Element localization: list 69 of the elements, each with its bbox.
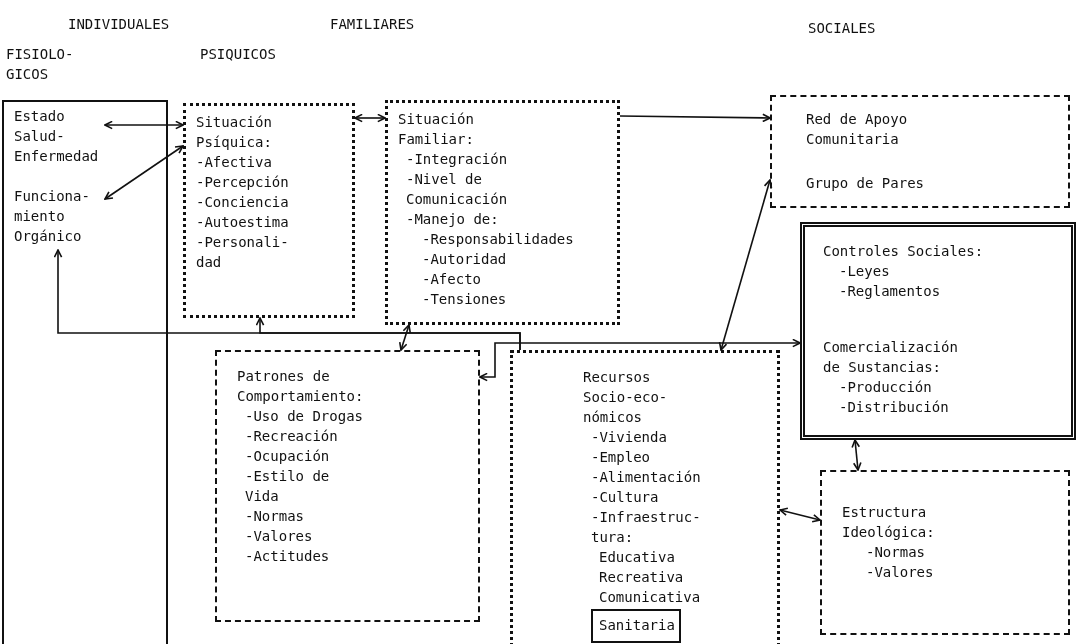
list-item-text: -Normas <box>866 543 926 562</box>
heading-text: Patrones de Comportamiento: <box>237 367 365 406</box>
list-item-text: -Estilo de Vida <box>245 467 331 506</box>
list-item-text: -Percepción <box>196 173 290 192</box>
dotted-panel <box>510 350 780 644</box>
list-item-text: -Personali- dad <box>196 233 290 272</box>
arrow <box>779 507 821 523</box>
list-item-text: -Autoridad <box>422 250 508 269</box>
node-text: Estado Salud- Enfermedad <box>14 107 100 166</box>
node-text: Sanitaria <box>599 616 676 635</box>
list-item-text: -Ocupación <box>245 447 331 466</box>
list-item-text: -Producción <box>839 378 933 397</box>
list-item-text: -Nivel de Comunicación <box>406 170 509 209</box>
list-item-text: -Valores <box>866 563 935 582</box>
arrow <box>255 317 521 351</box>
column-heading: PSIQUICOS <box>200 45 277 64</box>
column-heading: FISIOLO- GICOS <box>6 45 75 84</box>
list-item-text: -Afectiva <box>196 153 273 172</box>
heading-text: Recursos Socio-eco- nómicos <box>583 368 669 427</box>
dotted-panel <box>385 100 620 325</box>
dotted-panel <box>183 103 355 318</box>
list-item-text: -Tensiones <box>422 290 508 309</box>
arrow <box>479 338 801 382</box>
column-heading: SOCIALES <box>808 19 877 38</box>
column-heading: FAMILIARES <box>330 15 416 34</box>
arrow <box>718 179 773 351</box>
list-item-text: -Afecto <box>422 270 482 289</box>
list-item-text: -Alimentación <box>591 468 702 487</box>
arrow <box>104 145 184 200</box>
list-item-text: -Vivienda <box>591 428 668 447</box>
list-item-text: -Valores <box>245 527 314 546</box>
heading-text: Situación Psíquica: <box>196 113 273 152</box>
heading-text: Situación Familiar: <box>398 110 475 149</box>
list-item-text: Educativa <box>599 548 676 567</box>
list-item-text: -Normas <box>245 507 305 526</box>
list-item-text: -Leyes <box>839 262 891 281</box>
heading-text: Red de Apoyo Comunitaria <box>806 110 909 149</box>
list-item-text: -Integración <box>406 150 509 169</box>
arrow <box>104 120 184 130</box>
heading-text: Estructura Ideológica: <box>842 503 936 542</box>
list-item-text: -Cultura <box>591 488 660 507</box>
list-item-text: Comercialización de Sustancias: <box>823 338 959 377</box>
dashed-panel <box>820 470 1070 635</box>
list-item-text: -Infraestruc- tura: <box>591 508 702 547</box>
list-item-text: -Autoestima <box>196 213 290 232</box>
arrow <box>398 324 412 351</box>
dashed-panel <box>215 350 480 622</box>
list-item-text: -Distribución <box>839 398 950 417</box>
outlined-panel <box>591 609 681 643</box>
double-outlined-panel <box>800 222 1076 440</box>
arrow <box>619 113 771 123</box>
list-item-text: Comunicativa <box>599 588 702 607</box>
list-item-text: -Manejo de: <box>406 210 500 229</box>
arrow <box>354 113 386 123</box>
arrow <box>851 439 862 471</box>
list-item-text: -Recreación <box>245 427 339 446</box>
list-item-text: -Conciencia <box>196 193 290 212</box>
list-item-text: Recreativa <box>599 568 685 587</box>
list-item-text: Grupo de Pares <box>806 174 925 193</box>
list-item-text: -Reglamentos <box>839 282 942 301</box>
list-item-text: -Uso de Drogas <box>245 407 364 426</box>
outlined-panel <box>2 100 168 644</box>
heading-text: Controles Sociales: <box>823 242 985 261</box>
node-text: Funciona- miento Orgánico <box>14 187 91 246</box>
dashed-panel <box>770 95 1070 208</box>
column-heading: INDIVIDUALES <box>68 15 171 34</box>
list-item-text: -Responsabilidades <box>422 230 575 249</box>
list-item-text: -Empleo <box>591 448 651 467</box>
list-item-text: -Actitudes <box>245 547 331 566</box>
